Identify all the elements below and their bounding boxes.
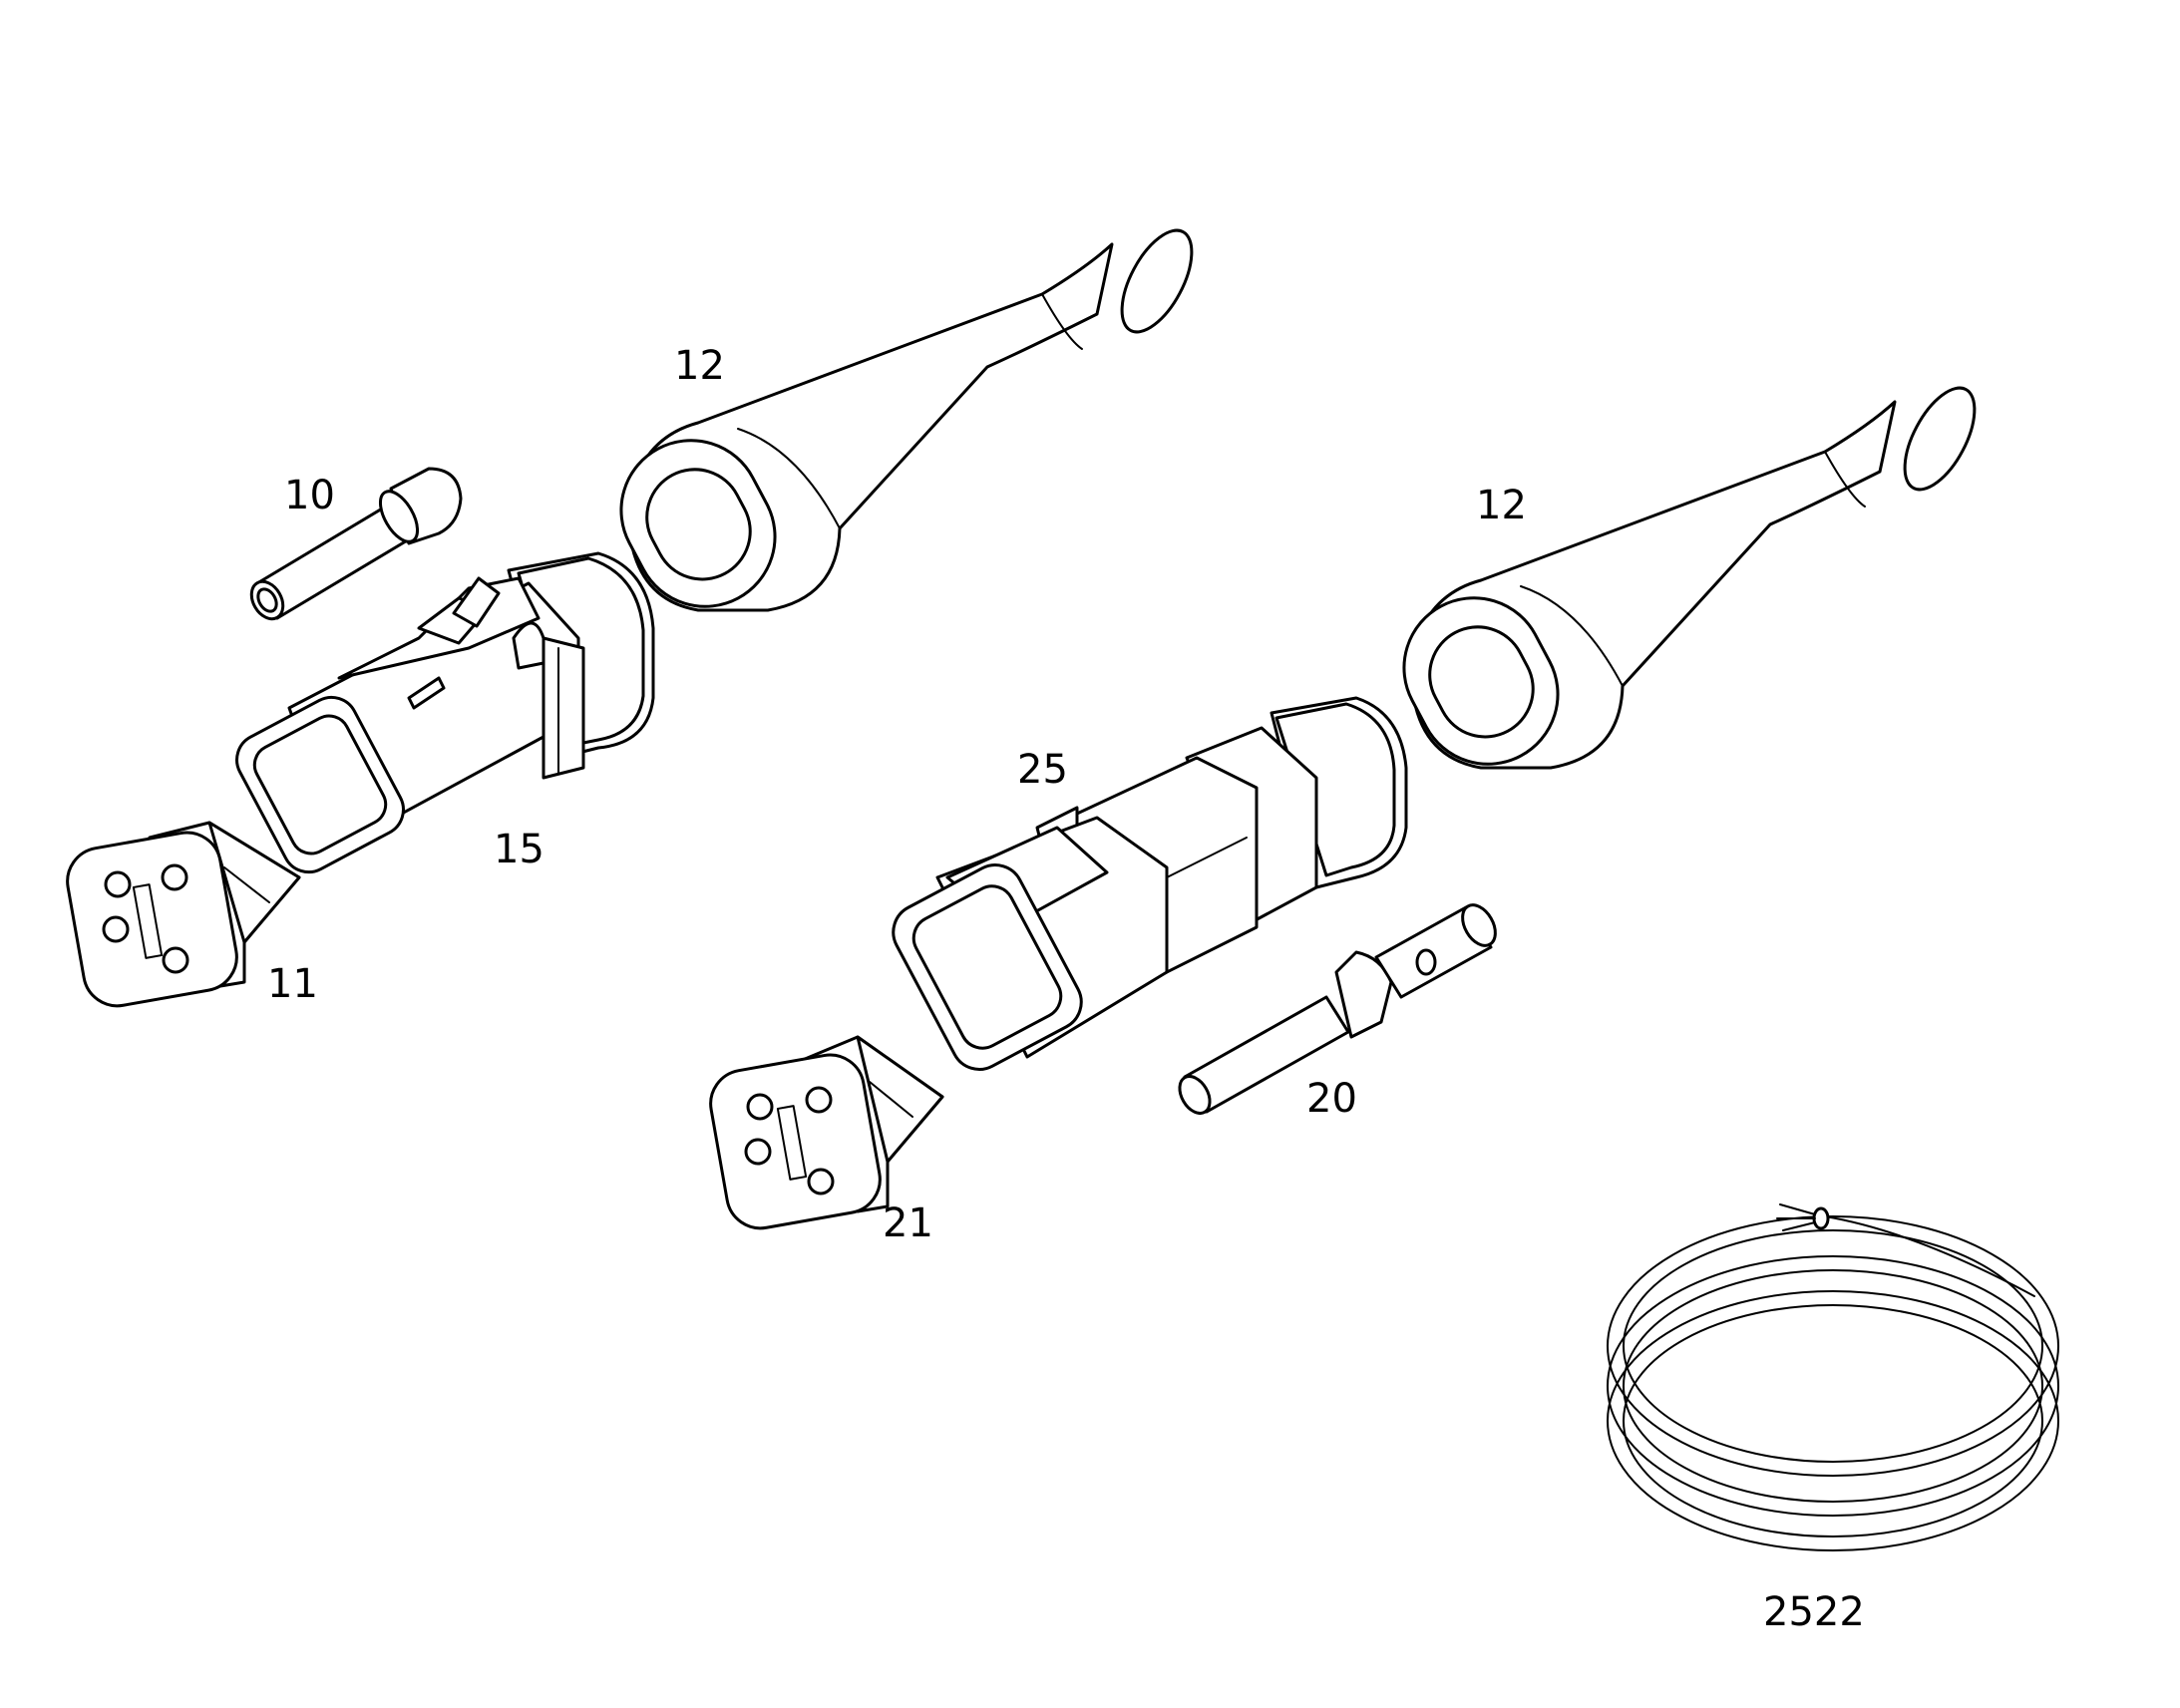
callout-boot-upper: 12 [674, 343, 725, 389]
callout-wedge-left: 11 [267, 961, 318, 1007]
boot-lower [1402, 386, 1977, 770]
callout-terminal-socket: 10 [284, 473, 335, 518]
callout-housing-receptacle: 15 [494, 827, 545, 872]
terminal-pin [1178, 903, 1497, 1115]
callout-wedge-right: 21 [883, 1200, 933, 1246]
wire-coil [1607, 1203, 2059, 1551]
callout-housing-plug: 25 [1017, 747, 1068, 793]
wedge-lock-right [709, 1035, 944, 1230]
callout-wire-coil: 2522 [1763, 1589, 1865, 1635]
callout-boot-lower: 12 [1476, 483, 1527, 528]
terminal-socket [249, 467, 463, 621]
wedge-lock-left [66, 821, 301, 1008]
boot-upper [619, 228, 1194, 612]
callout-terminal-pin: 20 [1306, 1076, 1357, 1122]
housing-plug [892, 696, 1408, 1071]
housing-receptacle [235, 551, 655, 874]
